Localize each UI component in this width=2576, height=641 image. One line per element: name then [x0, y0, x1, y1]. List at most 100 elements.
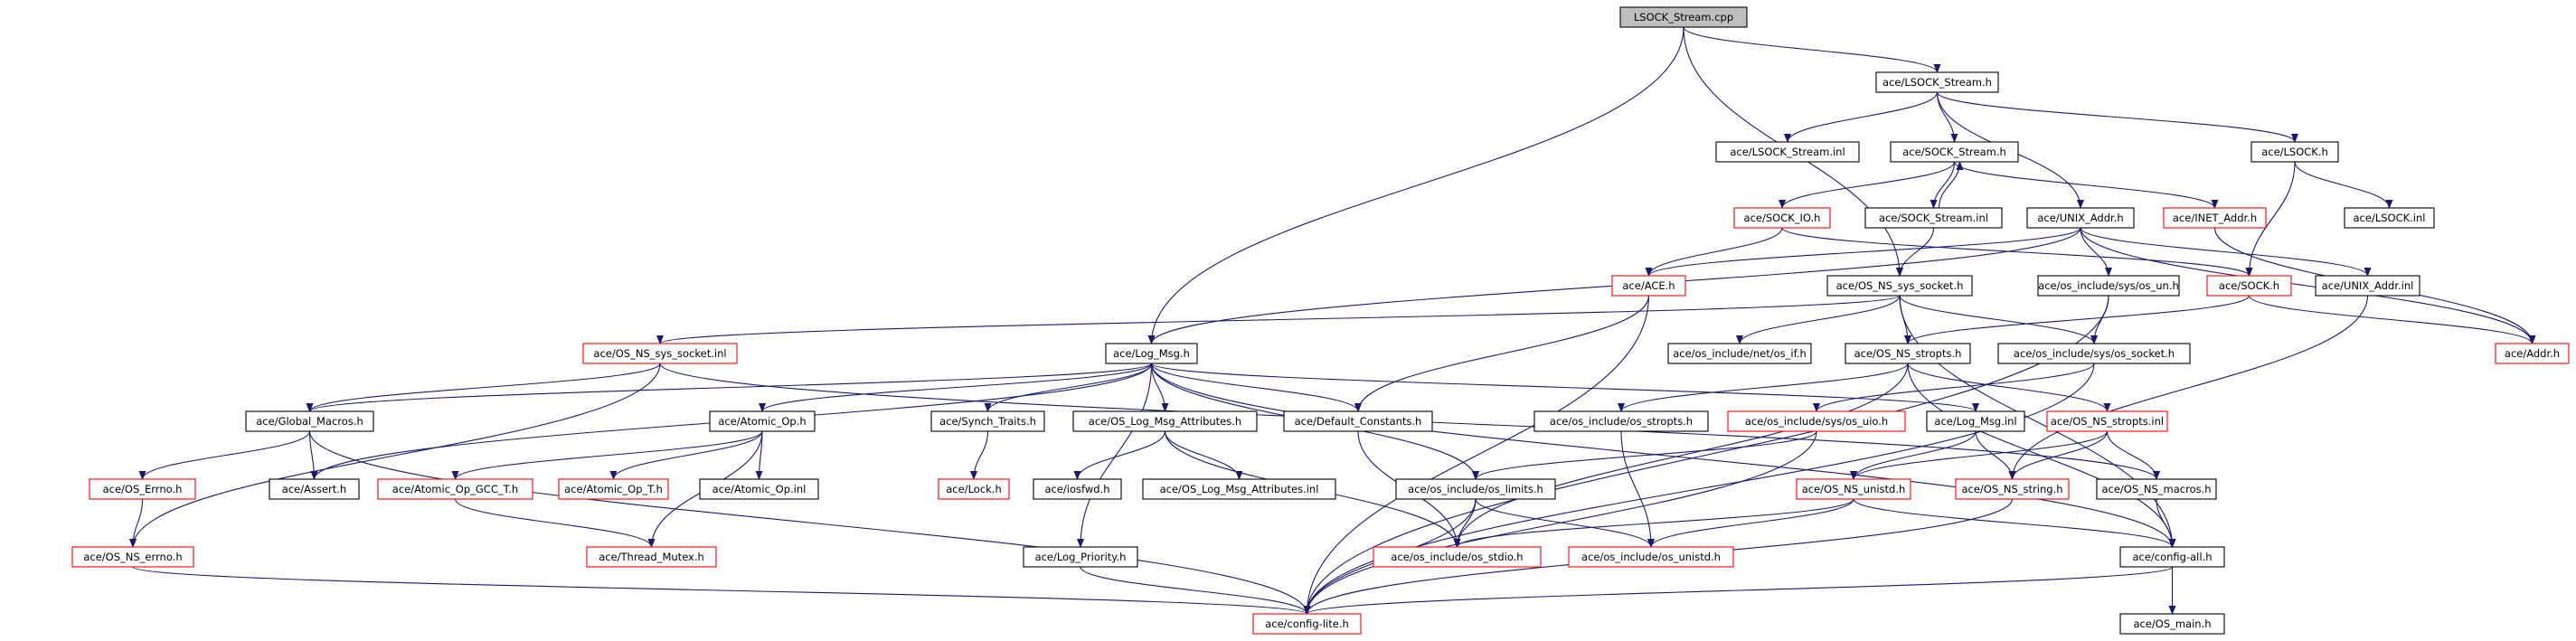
node-os-stropts-h[interactable]: ace/os_include/os_stropts.h	[1533, 410, 1709, 432]
node-log-msg-attr-inl[interactable]: ace/OS_Log_Msg_Attributes.inl	[1142, 478, 1336, 500]
node-atomic-op-inl[interactable]: ace/Atomic_Op.inl	[699, 478, 819, 500]
node-atomic-op-gcc-t-h[interactable]: ace/Atomic_Op_GCC_T.h	[377, 478, 533, 500]
node-box	[1142, 478, 1336, 500]
edge-unix_addr_h-to-addr_h	[2080, 227, 2536, 344]
node-box	[1727, 410, 1906, 432]
node-ace-h[interactable]: ace/ACE.h	[1611, 275, 1686, 297]
edge-log_priority_h-to-config_lite_h	[1080, 566, 1311, 615]
node-atomic-op-t-h[interactable]: ace/Atomic_Op_T.h	[558, 478, 669, 500]
node-lsock-inl[interactable]: ace/LSOCK.inl	[2344, 207, 2435, 229]
node-sock-h[interactable]: ace/SOCK.h	[2206, 275, 2292, 297]
node-label: ace/iosfwd.h	[1044, 483, 1109, 495]
node-os-errno-h[interactable]: ace/OS_Errno.h	[89, 478, 196, 500]
node-os-ns-sys-socket-inl[interactable]: ace/OS_NS_sys_socket.inl	[582, 343, 738, 364]
node-global-macros-h[interactable]: ace/Global_Macros.h	[245, 410, 374, 432]
node-label: ace/SOCK_Stream.inl	[1879, 212, 1988, 224]
node-box	[1373, 546, 1542, 568]
node-os-ns-errno-h[interactable]: ace/OS_NS_errno.h	[71, 546, 194, 568]
node-log-msg-attr-h[interactable]: ace/OS_Log_Msg_Attributes.h	[1072, 410, 1258, 432]
edge-os_stropts_h-to-os_unistd_h	[1620, 430, 1655, 548]
node-box	[1023, 546, 1138, 568]
edge-os_ns_stropts_h-to-config_all_h	[1907, 363, 2176, 548]
node-lsock-stream-inl[interactable]: ace/LSOCK_Stream.inl	[1715, 141, 1860, 163]
node-os-unistd-h[interactable]: ace/os_include/os_unistd.h	[1568, 546, 1734, 568]
node-box	[1619, 6, 1748, 28]
node-lsock-h[interactable]: ace/LSOCK.h	[2250, 141, 2339, 163]
node-log-priority-h[interactable]: ace/Log_Priority.h	[1023, 546, 1138, 568]
node-label: ace/Log_Msg.inl	[1934, 415, 2016, 428]
node-label: ace/Lock.h	[946, 483, 1002, 495]
node-label: ace/LSOCK.inl	[2354, 212, 2426, 224]
node-sock-io-h[interactable]: ace/SOCK_IO.h	[1733, 207, 1831, 229]
node-synch-traits-h[interactable]: ace/Synch_Traits.h	[930, 410, 1045, 432]
node-os-ns-macros-h[interactable]: ace/OS_NS_macros.h	[2096, 478, 2217, 500]
node-box	[1875, 71, 1999, 93]
node-assert-h[interactable]: ace/Assert.h	[269, 478, 360, 500]
edge-lsock_h-to-lsock_inl	[2294, 161, 2393, 209]
edge-log_msg_h-to-atomic_op_h	[759, 363, 1153, 412]
node-label: ace/LSOCK_Stream.h	[1882, 76, 1992, 89]
node-label: ace/ACE.h	[1622, 279, 1675, 292]
edge-config_all_h-to-config_lite_h	[1303, 566, 2174, 615]
node-box	[2119, 546, 2225, 568]
edge-unix_addr_h-to-unix_addr_inl	[2080, 227, 2372, 277]
node-box	[930, 410, 1045, 432]
edge-os_ns_sys_socket_h-to-os_socket_h	[1899, 295, 2098, 344]
node-label: ace/Addr.h	[2505, 347, 2560, 360]
node-box	[558, 478, 669, 500]
node-sock-stream-h[interactable]: ace/SOCK_Stream.h	[1890, 141, 2019, 163]
node-os-un-h[interactable]: ace/os_include/sys/os_un.h	[2037, 275, 2180, 297]
node-os-socket-h[interactable]: ace/os_include/sys/os_socket.h	[1997, 343, 2191, 364]
node-os-if-h[interactable]: ace/os_include/net/os_if.h	[1667, 343, 1812, 364]
node-unix-addr-inl[interactable]: ace/UNIX_Addr.inl	[2315, 275, 2420, 297]
edge-log_msg_h-to-synch_traits_h	[984, 363, 1153, 412]
node-lsock-stream-h[interactable]: ace/LSOCK_Stream.h	[1875, 71, 1999, 93]
node-unix-addr-h[interactable]: ace/UNIX_Addr.h	[2026, 207, 2135, 229]
node-atomic-op-h[interactable]: ace/Atomic_Op.h	[709, 410, 816, 432]
node-box	[1252, 613, 1362, 635]
node-label: ace/SOCK_Stream.h	[1902, 146, 2006, 158]
edge-log_msg_h-to-global_macros_h	[306, 363, 1153, 412]
node-os-main-h[interactable]: ace/OS_main.h	[2119, 613, 2225, 635]
node-log-msg-h[interactable]: ace/Log_Msg.h	[1105, 343, 1198, 364]
node-label: ace/OS_main.h	[2133, 617, 2211, 630]
node-thread-mutex-h[interactable]: ace/Thread_Mutex.h	[586, 546, 717, 568]
node-root[interactable]: LSOCK_Stream.cpp	[1619, 6, 1748, 28]
node-addr-h[interactable]: ace/Addr.h	[2495, 343, 2570, 364]
node-box	[1997, 343, 2191, 364]
node-os-uio-h[interactable]: ace/os_include/sys/os_uio.h	[1727, 410, 1906, 432]
node-os-ns-stropts-inl[interactable]: ace/OS_NS_stropts.inl	[2046, 410, 2168, 432]
node-label: ace/Global_Macros.h	[256, 415, 363, 428]
edge-os_socket_h-to-os_uio_h	[1813, 363, 2095, 412]
node-os-ns-stropts-h[interactable]: ace/OS_NS_stropts.h	[1845, 343, 1971, 364]
edge-os_ns_errno_h-to-config_lite_h	[132, 566, 1310, 615]
node-label: ace/OS_Log_Msg_Attributes.inl	[1160, 483, 1319, 495]
node-default-constants-h[interactable]: ace/Default_Constants.h	[1283, 410, 1433, 432]
node-box	[89, 478, 196, 500]
node-box	[1283, 410, 1433, 432]
node-os-ns-string-h[interactable]: ace/OS_NS_string.h	[1955, 478, 2070, 500]
node-config-all-h[interactable]: ace/config-all.h	[2119, 546, 2225, 568]
node-iosfwd-h[interactable]: ace/iosfwd.h	[1033, 478, 1122, 500]
node-label: ace/Atomic_Op_GCC_T.h	[392, 483, 518, 495]
edge-os_uio_h-to-os_limits_h	[1472, 430, 1817, 480]
node-inet-addr-h[interactable]: ace/INET_Addr.h	[2163, 207, 2267, 229]
node-os-ns-unistd-h[interactable]: ace/OS_NS_unistd.h	[1796, 478, 1911, 500]
node-log-msg-inl[interactable]: ace/Log_Msg.inl	[1926, 410, 2025, 432]
edge-os_ns_sys_socket_h-to-os_ns_sys_socket_inl	[656, 295, 1901, 344]
node-lock-h[interactable]: ace/Lock.h	[938, 478, 1010, 500]
node-box	[2046, 410, 2168, 432]
node-os-limits-h[interactable]: ace/os_include/os_limits.h	[1395, 478, 1556, 500]
edge-sock_h-to-addr_h	[2248, 295, 2536, 344]
node-os-ns-sys-socket-h[interactable]: ace/OS_NS_sys_socket.h	[1826, 275, 1973, 297]
node-box	[2026, 207, 2135, 229]
node-sock-stream-inl[interactable]: ace/SOCK_Stream.inl	[1864, 207, 2003, 229]
node-label: ace/os_include/sys/os_un.h	[2038, 279, 2179, 292]
node-config-lite-h[interactable]: ace/config-lite.h	[1252, 613, 1362, 635]
edge-sock_h-to-os_ns_stropts_h	[1904, 295, 2250, 344]
node-label: ace/OS_NS_macros.h	[2101, 483, 2211, 495]
node-label: ace/os_include/os_stdio.h	[1391, 551, 1523, 563]
edge-root-to-lsock_stream_h	[1683, 26, 1941, 73]
node-os-stdio-h[interactable]: ace/os_include/os_stdio.h	[1373, 546, 1542, 568]
